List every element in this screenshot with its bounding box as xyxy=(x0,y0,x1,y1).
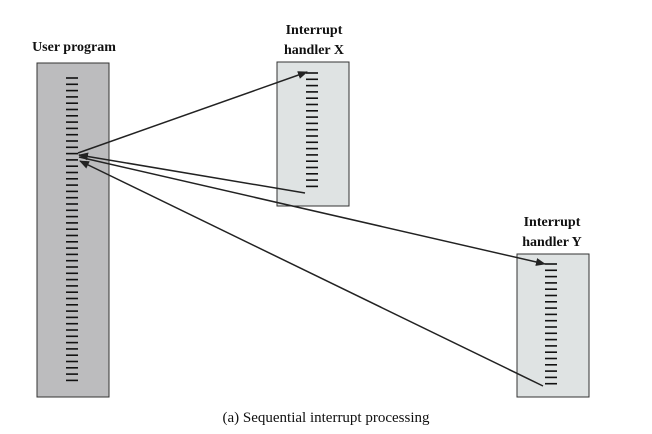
arrow-return-from-x xyxy=(78,152,306,194)
figure-caption: (a) Sequential interrupt processing xyxy=(222,410,430,426)
handler-y-label-line2: handler Y xyxy=(522,235,582,250)
handler-y-box xyxy=(516,253,590,398)
handler-y-label-line1: Interrupt xyxy=(523,215,581,230)
arrow-interrupt-to-y xyxy=(78,156,546,266)
arrow-interrupt-to-x xyxy=(77,71,308,154)
arrow-return-from-y xyxy=(79,160,544,387)
handler-x-label: Interrupt handler X xyxy=(262,21,366,61)
handler-x-instructions xyxy=(306,72,318,188)
user-program-label: User program xyxy=(32,40,116,55)
handler-x-box xyxy=(276,61,350,207)
handler-x-label-line1: Interrupt xyxy=(285,23,343,38)
handler-x-label-line2: handler X xyxy=(283,43,345,58)
handler-y-label: Interrupt handler Y xyxy=(500,213,604,253)
user-program-instructions xyxy=(66,77,78,382)
handler-y-instructions xyxy=(545,263,557,385)
